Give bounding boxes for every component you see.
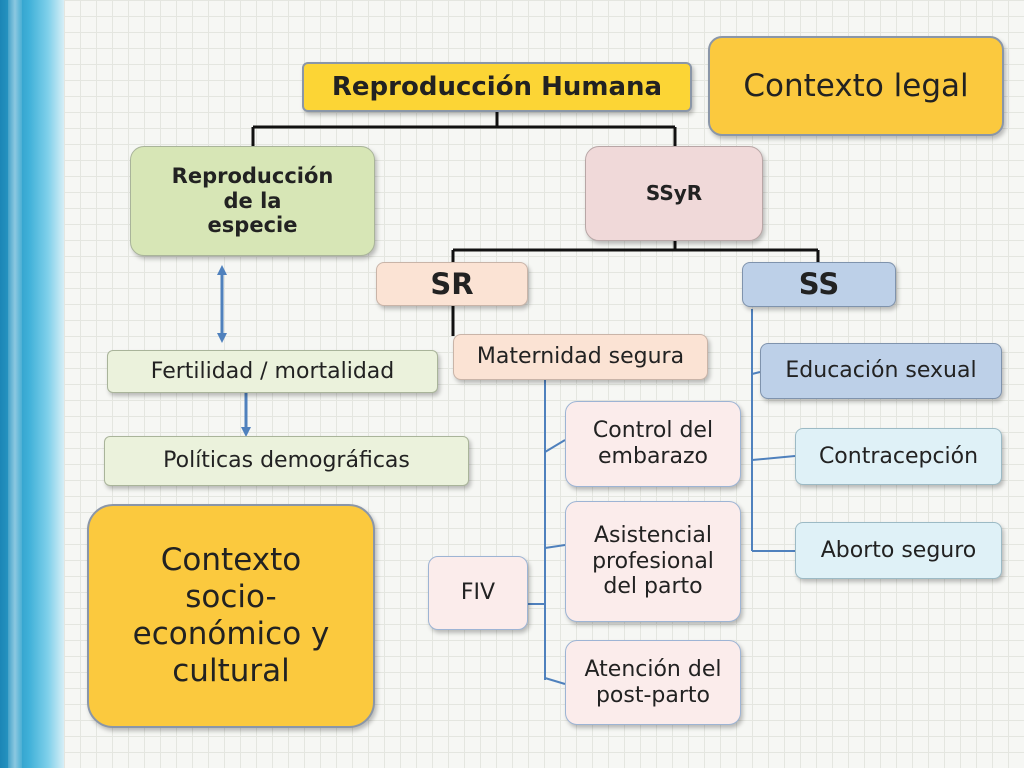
ss-bracket-educacion xyxy=(751,371,761,375)
maternidad-bracket-control xyxy=(544,439,566,453)
node-control-embarazo: Control del embarazo xyxy=(565,401,741,487)
node-maternidad-segura: Maternidad segura xyxy=(453,334,708,380)
node-ssyr: SSyR xyxy=(585,146,763,241)
ssyr-to-children-connector xyxy=(451,241,820,262)
node-fertilidad-mortalidad: Fertilidad / mortalidad xyxy=(107,350,438,393)
node-contexto-socioeconomico: Contexto socio- económico y cultural xyxy=(87,504,375,728)
ss-bracket-contracepcion xyxy=(751,455,796,461)
node-reproduccion-humana: Reproducción Humana xyxy=(302,62,692,112)
maternidad-bracket-asistencia xyxy=(544,544,566,549)
node-ss: SS xyxy=(742,262,896,307)
node-reproduccion-especie: Reproducción de la especie xyxy=(130,146,375,256)
node-contexto-legal: Contexto legal xyxy=(708,36,1004,136)
node-politicas-demograficas: Políticas demográficas xyxy=(104,436,469,486)
root-to-children-connector xyxy=(251,112,677,146)
decorative-side-stripe xyxy=(0,0,64,768)
node-educacion-sexual: Educación sexual xyxy=(760,343,1002,399)
node-sr: SR xyxy=(376,262,528,306)
node-aborto-seguro: Aborto seguro xyxy=(795,522,1002,579)
node-atencion-post-parto: Atención del post-parto xyxy=(565,640,741,725)
node-contracepcion: Contracepción xyxy=(795,428,1002,485)
maternidad-bracket-atencion xyxy=(544,677,566,685)
node-fiv: FIV xyxy=(428,556,528,630)
node-asistencia-parto: Asistencial profesional del parto xyxy=(565,501,741,622)
